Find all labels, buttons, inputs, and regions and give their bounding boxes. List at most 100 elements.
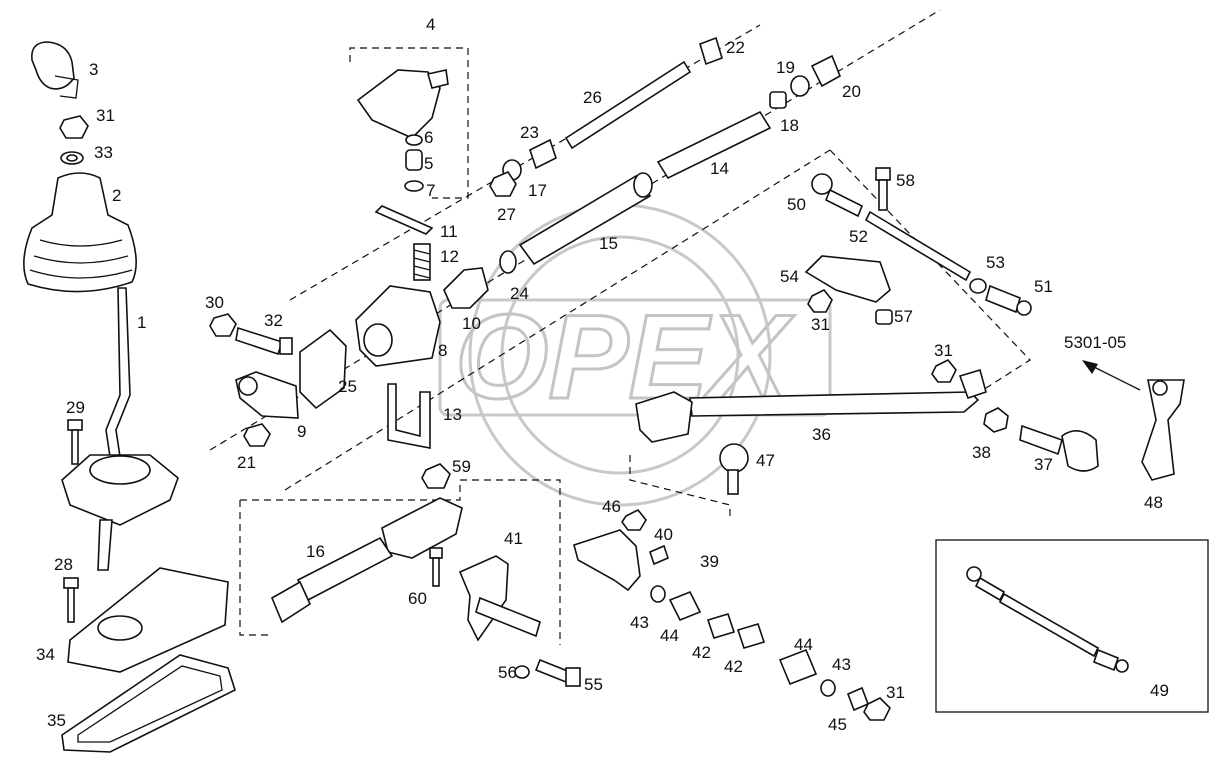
callout-5: 5 [424,154,433,173]
bolt-part-55 [534,658,581,687]
plate-part-34 [67,567,229,673]
nut-part-27 [489,171,517,197]
callout-54: 54 [780,267,799,286]
reference-arrow [1082,360,1141,391]
nut-part-31-bottom [863,697,891,721]
callout-49: 49 [1150,681,1169,700]
callout-2: 2 [112,186,121,205]
callout-50: 50 [787,195,806,214]
callout-31-b: 31 [811,315,830,334]
bolt-part-60 [429,547,443,587]
bushing-part-23 [529,138,557,170]
washer-part-56 [514,665,530,679]
washer-part-33 [60,151,84,165]
bolt-part-58 [875,167,891,211]
ball-joint-part-37 [1019,424,1099,472]
callout-19: 19 [776,58,795,77]
callout-47: 47 [756,451,775,470]
callout-14: 14 [710,159,729,178]
callout-57: 57 [894,307,913,326]
callout-38: 38 [972,443,991,462]
callout-28: 28 [54,555,73,574]
housing-part-4 [356,69,449,139]
boot-part-2 [23,172,137,293]
callout-48: 48 [1144,493,1163,512]
callout-31-c: 31 [934,341,953,360]
callout-43-b: 43 [832,655,851,674]
callout-22: 22 [726,38,745,57]
washer-part-43-b [820,679,836,697]
nut-part-38 [983,407,1009,433]
bushing-part-42-a [706,613,736,639]
callout-17: 17 [528,181,547,200]
callout-42-a: 42 [692,643,711,662]
callout-39: 39 [700,552,719,571]
callout-3: 3 [89,60,98,79]
spring-part-44-a [668,590,702,622]
callout-1: 1 [137,313,146,332]
callout-12: 12 [440,247,459,266]
callout-44-a: 44 [660,626,679,645]
callout-24: 24 [510,284,529,303]
callout-15: 15 [599,234,618,253]
nut-part-21 [243,423,271,447]
callout-18: 18 [780,116,799,135]
bushings-18-19-20 [769,54,842,109]
tee-part-39 [573,529,669,592]
callout-9: 9 [297,422,306,441]
callout-55: 55 [584,675,603,694]
ring-part-24 [499,250,517,274]
callout-labels: 1 2 3 4 5 6 7 8 9 10 11 12 13 14 15 16 1… [36,15,1169,734]
spring-part-12 [413,243,431,281]
washer-part-43-a [650,585,666,603]
nut-part-31-top [59,115,89,139]
callout-21: 21 [237,453,256,472]
bracket-part-41 [458,555,541,642]
callout-4: 4 [426,15,435,34]
callout-7: 7 [426,181,435,200]
callout-26: 26 [583,88,602,107]
callout-13: 13 [443,405,462,424]
callout-46: 46 [602,497,621,516]
callout-8: 8 [438,341,447,360]
callout-60: 60 [408,589,427,608]
callout-27: 27 [497,205,516,224]
nut-part-59 [421,463,451,489]
shaft-part-15 [518,172,653,266]
callout-53: 53 [986,253,1005,272]
callout-31-a: 31 [96,106,115,125]
bolt-part-28 [63,577,79,623]
callout-33: 33 [94,143,113,162]
bolt-part-32 [235,326,293,356]
callout-25: 25 [338,377,357,396]
callout-45: 45 [828,715,847,734]
callout-56: 56 [498,663,517,682]
callout-6: 6 [424,128,433,147]
nut-part-31-c [931,358,957,383]
rod-part-26 [564,60,692,150]
callout-32: 32 [264,311,283,330]
bushing-part-10 [443,267,489,309]
nut-part-31-b [807,288,833,313]
shaft-part-16 [270,497,463,624]
lever-base-housing [61,454,179,571]
callout-23: 23 [520,123,539,142]
lever-part-48 [1141,379,1185,481]
tie-rod-assembly-50-53 [811,173,1032,316]
callout-10: 10 [462,314,481,333]
rod-part-36 [635,368,987,443]
callout-31-d: 31 [886,683,905,702]
callout-20: 20 [842,82,861,101]
callout-43-a: 43 [630,613,649,632]
bracket-part-54 [804,255,891,303]
callout-30: 30 [205,293,224,312]
callout-16: 16 [306,542,325,561]
fork-part-9 [235,371,299,419]
callout-51: 51 [1034,277,1053,296]
callout-34: 34 [36,645,55,664]
seal-parts-5-6-7 [404,134,424,192]
shaft-part-14 [656,110,772,180]
cover-part-25 [299,328,347,410]
gasket-part-35 [61,654,236,753]
